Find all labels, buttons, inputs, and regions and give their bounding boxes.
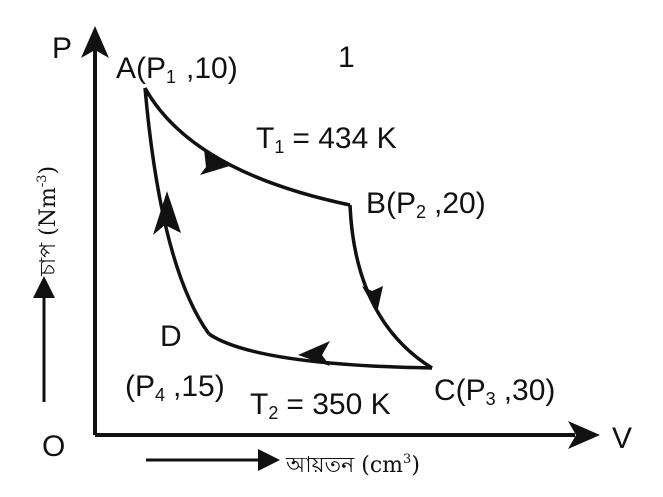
point-c-label: C(P3 ,30): [434, 374, 555, 409]
x-axis-letter: V: [612, 422, 632, 455]
direction-arrow-bc: [362, 286, 383, 313]
corner-mark: 1: [338, 41, 355, 74]
t2-value: = 350 K: [286, 388, 390, 421]
x-caption-close: ): [411, 453, 420, 478]
point-b-open: (P: [386, 187, 416, 220]
y-axis-caption: চাপ (Nm-3): [35, 166, 61, 277]
point-c-sub: 3: [486, 389, 496, 409]
origin-label: O: [42, 430, 65, 463]
direction-arrow-da: [153, 191, 181, 235]
point-d-open: (P: [125, 370, 155, 403]
point-d-letter: D: [160, 320, 182, 353]
point-c-value: ,30): [504, 374, 556, 407]
t2-sub: 2: [268, 403, 278, 423]
adiabat-d-to-a: [143, 87, 211, 336]
x-caption-sup: 3: [403, 452, 411, 467]
y-caption-arrow-head: [33, 276, 55, 298]
point-b-label: B(P2 ,20): [366, 187, 486, 222]
x-caption-arrow-head: [258, 449, 280, 471]
point-d-value: ,15): [173, 370, 225, 403]
point-a-value: ,10): [186, 52, 238, 85]
direction-arrow-ab: [200, 149, 233, 175]
t2-symbol: T: [250, 388, 268, 421]
isotherm-c-to-d: [208, 332, 433, 370]
point-b-sub: 2: [416, 202, 426, 222]
point-a-label: A(P1 ,10): [116, 52, 238, 87]
y-axis-arrowhead: [81, 26, 109, 58]
x-axis-arrowhead: [568, 421, 600, 449]
y-caption-sup: -3: [35, 174, 50, 187]
point-a-letter: A: [116, 52, 136, 85]
point-a-open: (P: [136, 52, 166, 85]
x-caption-main: আয়তন (cm: [285, 453, 403, 478]
y-caption-main: চাপ (Nm: [36, 187, 61, 277]
point-b-letter: B: [366, 187, 386, 220]
t1-sub: 1: [274, 137, 284, 157]
y-axis-letter: P: [52, 32, 72, 65]
point-b-value: ,20): [434, 187, 486, 220]
x-axis-caption: আয়তন (cm3): [285, 452, 420, 478]
point-d-sub: 4: [155, 385, 165, 405]
isotherm-t1-label: T1 = 434 K: [256, 122, 397, 157]
point-a-sub: 1: [166, 67, 176, 87]
y-caption-close: ): [36, 166, 61, 175]
direction-arrow-cd: [298, 341, 330, 366]
t1-value: = 434 K: [292, 122, 396, 155]
t1-symbol: T: [256, 122, 274, 155]
point-c-open: (P: [456, 374, 486, 407]
isotherm-t2-label: T2 = 350 K: [250, 388, 391, 423]
point-d-pressure: (P4 ,15): [125, 370, 225, 405]
point-c-letter: C: [434, 374, 456, 407]
